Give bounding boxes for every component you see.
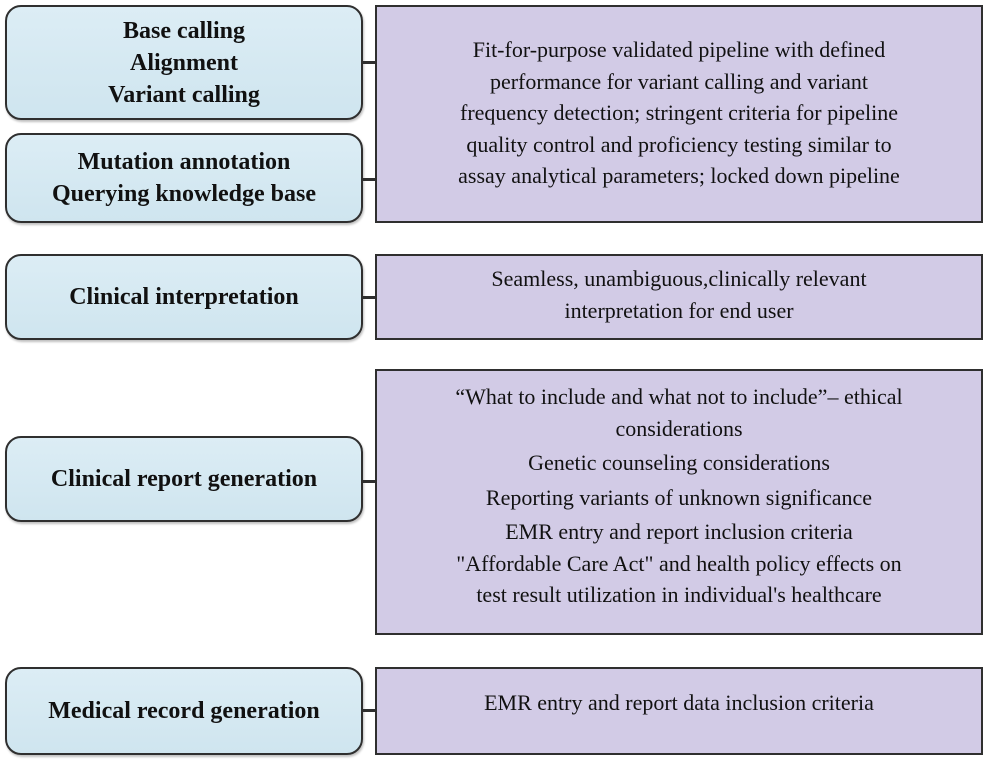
- step-label: Clinical interpretation: [69, 284, 299, 310]
- detail-text: performance for variant calling and vari…: [489, 68, 869, 94]
- detail-box-report-considerations: “What to include and what not to include…: [375, 369, 983, 635]
- connector-line: [363, 480, 376, 483]
- detail-text: Reporting variants of unknown significan…: [485, 484, 873, 510]
- detail-text: Seamless, unambiguous,clinically relevan…: [491, 266, 867, 291]
- step-label: Alignment: [130, 49, 238, 76]
- detail-text: considerations: [615, 415, 743, 441]
- detail-box-emr-criteria: EMR entry and report data inclusion crit…: [375, 667, 983, 755]
- step-label: Variant calling: [108, 81, 260, 108]
- step-box-mutation-annotation: Mutation annotation Querying knowledge b…: [5, 133, 363, 223]
- detail-text: test result utilization in individual's …: [476, 582, 882, 607]
- detail-text: interpretation for end user: [564, 297, 794, 323]
- detail-text: Genetic counseling considerations: [528, 450, 830, 475]
- step-label: Base calling: [122, 17, 245, 44]
- step-box-clinical-interpretation: Clinical interpretation: [5, 254, 363, 340]
- connector-line: [363, 709, 376, 712]
- step-box-clinical-report-generation: Clinical report generation: [5, 436, 363, 522]
- detail-box-pipeline-validation: Fit-for-purpose validated pipeline with …: [375, 5, 983, 223]
- detail-box-interpretation: Seamless, unambiguous,clinically relevan…: [375, 254, 983, 340]
- step-box-base-calling: Base calling Alignment Variant calling: [5, 5, 363, 120]
- step-label: Querying knowledge base: [51, 181, 317, 207]
- step-box-medical-record-generation: Medical record generation: [5, 667, 363, 755]
- connector-line: [363, 61, 376, 64]
- connector-line: [363, 296, 376, 299]
- detail-text: EMR entry and report data inclusion crit…: [484, 690, 874, 715]
- connector-line: [363, 178, 376, 181]
- detail-text: "Affordable Care Act" and health policy …: [456, 550, 902, 576]
- detail-text: “What to include and what not to include…: [455, 384, 903, 409]
- detail-text: assay analytical parameters; locked down…: [458, 163, 900, 188]
- step-label: Clinical report generation: [50, 466, 318, 492]
- detail-text: frequency detection; stringent criteria …: [460, 100, 898, 125]
- detail-text: Fit-for-purpose validated pipeline with …: [472, 37, 886, 62]
- detail-text: quality control and proficiency testing …: [466, 131, 892, 157]
- detail-text: EMR entry and report inclusion criteria: [505, 519, 853, 544]
- step-label: Mutation annotation: [77, 149, 291, 175]
- step-label: Medical record generation: [48, 698, 320, 724]
